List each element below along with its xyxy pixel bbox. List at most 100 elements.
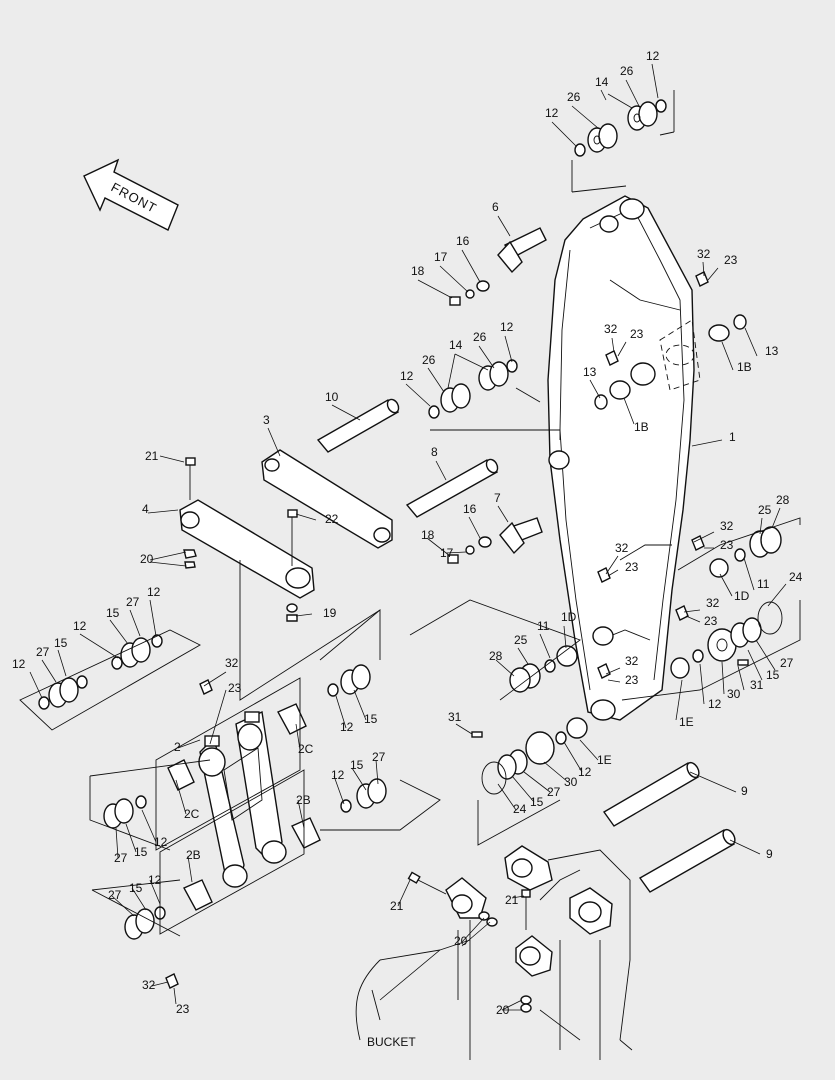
front-direction-arrow: FRONT bbox=[83, 158, 179, 231]
callout-c-20-c: 20 bbox=[496, 1003, 510, 1017]
callout-c-12-g: 12 bbox=[12, 657, 26, 671]
callout-c-25-b: 25 bbox=[514, 633, 528, 647]
callout-c-27-a: 27 bbox=[126, 595, 140, 609]
bucket-pin-9-upper bbox=[602, 761, 700, 827]
callout-c-1B-b: 1B bbox=[634, 420, 649, 434]
callout-c-30-b: 30 bbox=[564, 775, 578, 789]
callout-c-26-a: 26 bbox=[620, 64, 634, 78]
link-part-3 bbox=[261, 449, 393, 549]
callout-c-27-d: 27 bbox=[547, 785, 561, 799]
pin-7 bbox=[499, 517, 543, 555]
leader-lines bbox=[29, 63, 787, 1041]
callout-c-2C-b: 2C bbox=[184, 807, 200, 821]
callout-c-21-b: 21 bbox=[390, 899, 404, 913]
callout-c-8: 8 bbox=[431, 445, 438, 459]
left-shim-stack-1E bbox=[471, 717, 588, 846]
callout-c-27-c: 27 bbox=[36, 645, 50, 659]
grease-fittings bbox=[165, 271, 709, 989]
callout-c-12-j: 12 bbox=[578, 765, 592, 779]
left-washer-stack-upper bbox=[19, 629, 201, 731]
callout-c-16-b: 16 bbox=[463, 502, 477, 516]
callout-c-12-i: 12 bbox=[340, 720, 354, 734]
callout-c-26-b: 26 bbox=[567, 90, 581, 104]
callout-c-26-d: 26 bbox=[422, 353, 436, 367]
callout-c-19: 19 bbox=[323, 606, 337, 620]
bucket-bolts bbox=[407, 871, 532, 1013]
pin-10 bbox=[316, 398, 400, 453]
callout-c-28-a: 28 bbox=[776, 493, 790, 507]
callout-c-1: 1 bbox=[729, 430, 736, 444]
callout-c-15-g: 15 bbox=[134, 845, 148, 859]
callout-c-23-d: 23 bbox=[625, 560, 639, 574]
callout-c-16-a: 16 bbox=[456, 234, 470, 248]
callout-c-18-b: 18 bbox=[421, 528, 435, 542]
left-shim-stack-1D bbox=[409, 599, 581, 701]
bushing-1B-right bbox=[708, 314, 747, 342]
callout-c-17-a: 17 bbox=[434, 250, 448, 264]
nut-20-upper bbox=[183, 549, 197, 569]
callout-c-21-a: 21 bbox=[145, 449, 159, 463]
callout-c-1D-b: 1D bbox=[561, 610, 577, 624]
callout-c-2C-a: 2C bbox=[298, 742, 314, 756]
callout-c-15-d: 15 bbox=[364, 712, 378, 726]
callout-c-28-b: 28 bbox=[489, 649, 503, 663]
callout-c-1E-a: 1E bbox=[679, 715, 694, 729]
callout-c-12-m: 12 bbox=[148, 873, 162, 887]
callout-c-25-a: 25 bbox=[758, 503, 772, 517]
callout-c-14-b: 14 bbox=[449, 338, 463, 352]
pin-8 bbox=[405, 458, 499, 518]
callout-c-31-b: 31 bbox=[448, 710, 462, 724]
callout-c-17-b: 17 bbox=[440, 546, 454, 560]
callout-c-27-f: 27 bbox=[114, 851, 128, 865]
callout-c-24-b: 24 bbox=[513, 802, 527, 816]
callout-c-23-c: 23 bbox=[720, 538, 734, 552]
callout-c-32-g: 32 bbox=[225, 656, 239, 670]
callout-c-22: 22 bbox=[325, 512, 339, 526]
callout-c-15-f: 15 bbox=[350, 758, 364, 772]
callout-c-32-a: 32 bbox=[697, 247, 711, 261]
callout-c-23-f: 23 bbox=[625, 673, 639, 687]
callout-c-15-c: 15 bbox=[54, 636, 68, 650]
callout-c-12-e: 12 bbox=[147, 585, 161, 599]
callout-c-9-b: 9 bbox=[766, 847, 773, 861]
callout-c-27-g: 27 bbox=[108, 888, 122, 902]
bushings-2B-2C bbox=[167, 703, 321, 911]
nut-19 bbox=[286, 603, 298, 622]
callout-c-26-c: 26 bbox=[473, 330, 487, 344]
callout-c-3: 3 bbox=[263, 413, 270, 427]
washer-group-top bbox=[571, 90, 675, 193]
callout-c-12-c: 12 bbox=[500, 320, 514, 334]
pin-6 bbox=[497, 227, 547, 274]
callout-c-32-d: 32 bbox=[615, 541, 629, 555]
callout-c-12-a: 12 bbox=[646, 49, 660, 63]
callout-c-32-c: 32 bbox=[720, 519, 734, 533]
callout-c-30-a: 30 bbox=[727, 687, 741, 701]
right-shim-stack-1E bbox=[621, 600, 801, 701]
callout-c-2: 2 bbox=[174, 740, 181, 754]
callout-c-12-l: 12 bbox=[154, 835, 168, 849]
bolt-22 bbox=[287, 509, 298, 566]
bushing-1B-left bbox=[594, 380, 631, 410]
callout-c-27-b: 27 bbox=[780, 656, 794, 670]
callout-c-23-a: 23 bbox=[724, 253, 738, 267]
washer-group-mid bbox=[428, 359, 561, 440]
callout-c-15-h: 15 bbox=[129, 881, 143, 895]
callout-c-12-k: 12 bbox=[331, 768, 345, 782]
callout-c-10: 10 bbox=[325, 390, 339, 404]
callout-c-23-h: 23 bbox=[176, 1002, 190, 1016]
callout-c-13-a: 13 bbox=[765, 344, 779, 358]
bucket-pin-9-lower bbox=[638, 828, 736, 893]
callout-c-31-a: 31 bbox=[750, 678, 764, 692]
callout-c-23-g: 23 bbox=[228, 681, 242, 695]
callout-c-15-e: 15 bbox=[530, 795, 544, 809]
callout-c-15-b: 15 bbox=[766, 668, 780, 682]
callout-c-13-b: 13 bbox=[583, 365, 597, 379]
callout-c-32-f: 32 bbox=[625, 654, 639, 668]
callout-c-1E-b: 1E bbox=[597, 753, 612, 767]
callout-c-11-b: 11 bbox=[537, 619, 550, 633]
callout-c-20-a: 20 bbox=[140, 552, 154, 566]
bucket-label: BUCKET bbox=[367, 1035, 416, 1049]
callout-c-9-a: 9 bbox=[741, 784, 748, 798]
